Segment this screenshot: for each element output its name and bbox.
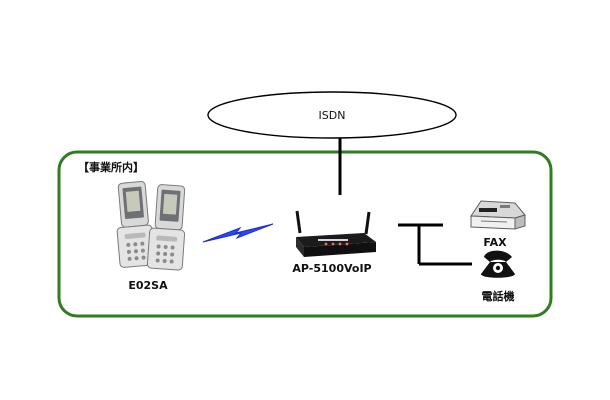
router-icon <box>295 210 376 257</box>
telephone-label: 電話機 <box>482 289 515 303</box>
wireless-bolt-icon <box>202 223 274 243</box>
isdn-cloud <box>207 91 457 139</box>
router-label: AP-5100VoIP <box>292 262 371 275</box>
fax-icon <box>470 200 526 230</box>
office-label: 【事業所内】 <box>78 160 144 174</box>
phone-label: E02SA <box>128 279 168 292</box>
fax-label: FAX <box>483 236 507 249</box>
flip-phone-icon <box>116 181 186 271</box>
office-boundary <box>57 150 553 318</box>
telephone-icon <box>481 250 515 278</box>
isdn-label: ISDN <box>319 109 346 122</box>
